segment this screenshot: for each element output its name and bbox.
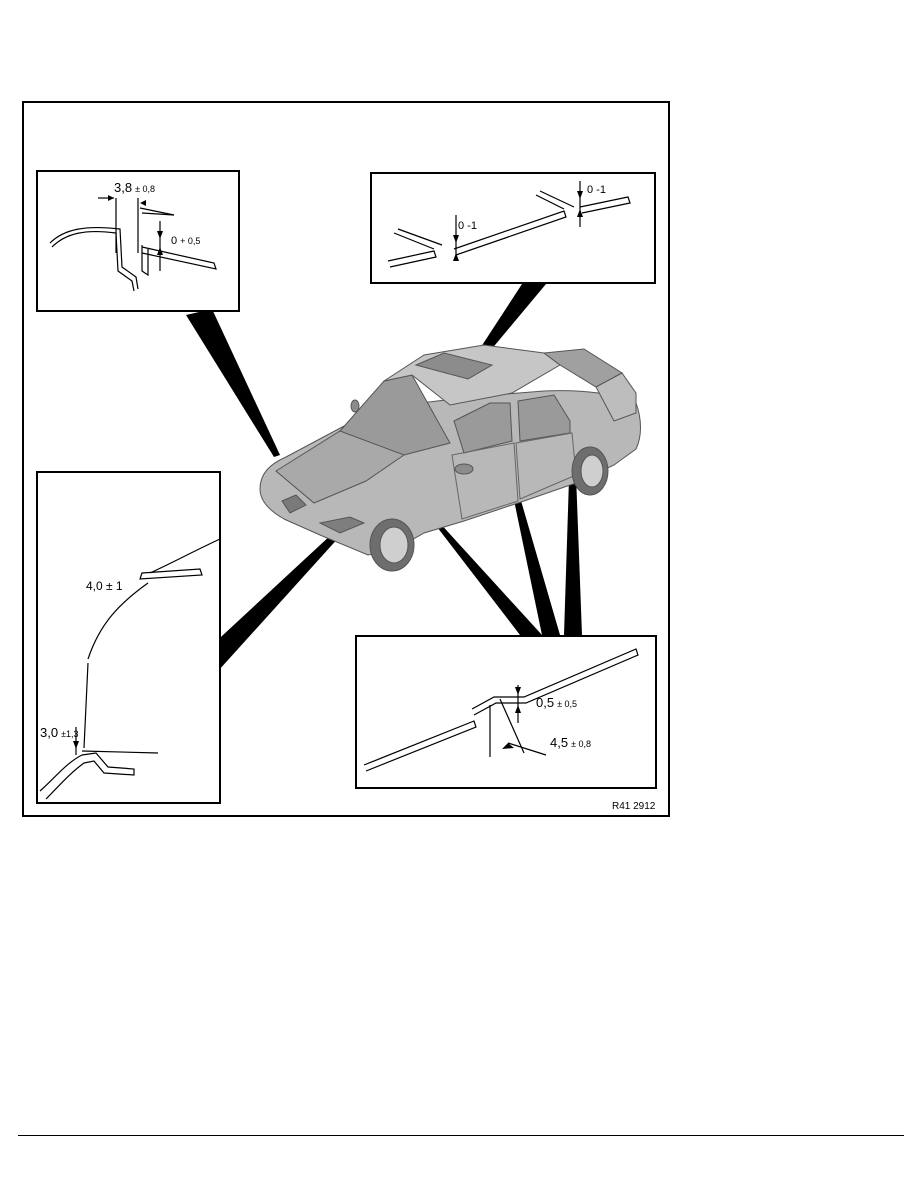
car-rear-window (517, 394, 571, 442)
dim-hood-gap-main: 3,8 (114, 180, 132, 195)
body-gap-diagram: 3,8± 0,8 0+ 0,5 0 -1 0 -1 (22, 101, 670, 817)
dim-bumper-gap-main: 3,0 (40, 725, 58, 740)
car-windshield (339, 374, 451, 456)
dim-bumper-gap-tol: ±1,3 (61, 729, 78, 739)
dim-door-flush-tol: ± 0,5 (557, 699, 577, 709)
dim-hood-flush-tol: + 0,5 (180, 236, 200, 246)
pointer-door-gap-1 (434, 521, 542, 635)
car-front-window (453, 402, 513, 454)
car-left-mirror (350, 399, 360, 413)
detail-hood-fender: 3,8± 0,8 0+ 0,5 (36, 170, 240, 312)
car-side-mirror (454, 463, 474, 475)
footer-divider (18, 1135, 904, 1136)
diagram-canvas: 3,8± 0,8 0+ 0,5 0 -1 0 -1 (36, 170, 657, 812)
pointer-door-gap-2 (510, 480, 560, 635)
car-illustration (259, 344, 641, 572)
detail-door-gap: 0,5± 0,5 4,5± 0,8 (355, 635, 657, 789)
dim-door-flush-main: 0,5 (536, 695, 554, 710)
car-front-wheel (369, 518, 415, 572)
pointer-wedges (186, 284, 582, 681)
car-front-door (451, 442, 519, 520)
car-trunk (595, 372, 637, 422)
dim-headlight-gap: 4,0 ± 1 (86, 579, 123, 593)
svg-text:4,5± 0,8: 4,5± 0,8 (550, 735, 591, 750)
car-rear-wheel (571, 446, 609, 496)
dim-hood-flush-main: 0 (171, 235, 177, 247)
dim-hood-gap-tol: ± 0,8 (135, 184, 155, 194)
detail-headlight-bumper: 4,0 ± 1 3,0±1,3 (36, 471, 221, 804)
dim-sunroof-right: 0 -1 (587, 184, 606, 196)
dim-door-gap-tol: ± 0,8 (571, 739, 591, 749)
svg-text:0,5± 0,5: 0,5± 0,5 (536, 695, 577, 710)
svg-text:0+ 0,5: 0+ 0,5 (171, 235, 200, 247)
car-sunroof (414, 352, 494, 380)
svg-text:3,8± 0,8: 3,8± 0,8 (114, 180, 155, 195)
figure-code: R41 2912 (612, 801, 656, 812)
car-kidney-grille (281, 494, 307, 514)
pointer-hood-gap (186, 309, 280, 457)
pointer-door-gap-3 (564, 448, 582, 635)
detail-sunroof: 0 -1 0 -1 (370, 172, 656, 284)
pointer-headlight-gap (209, 521, 350, 681)
dim-door-gap-main: 4,5 (550, 735, 568, 750)
dim-sunroof-left: 0 -1 (458, 220, 477, 232)
svg-text:3,0±1,3: 3,0±1,3 (40, 725, 79, 740)
car-headlight (318, 516, 366, 534)
